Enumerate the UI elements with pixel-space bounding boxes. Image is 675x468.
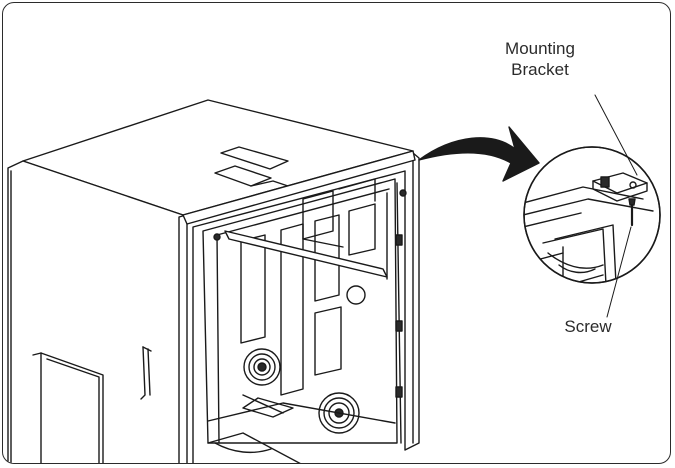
screw-label: Screw	[564, 317, 612, 336]
dishwasher-body	[7, 99, 420, 463]
pointer-arrow	[418, 126, 540, 182]
mounting-bracket-label-line1: Mounting	[505, 39, 575, 58]
detail-zoom-circle	[523, 146, 661, 284]
screw-leader-line	[606, 226, 632, 318]
diagram-frame	[2, 2, 671, 464]
side-access-panel	[32, 352, 104, 463]
lower-wash-vent-left	[243, 348, 281, 386]
dishwasher-illustration	[7, 94, 661, 463]
tub-interior	[202, 178, 407, 463]
mounting-bracket-label: Mounting Bracket	[490, 38, 590, 80]
side-hose	[140, 346, 152, 400]
mounting-bracket-label-line2: Bracket	[511, 60, 569, 79]
bracket-leader-line	[594, 94, 638, 176]
